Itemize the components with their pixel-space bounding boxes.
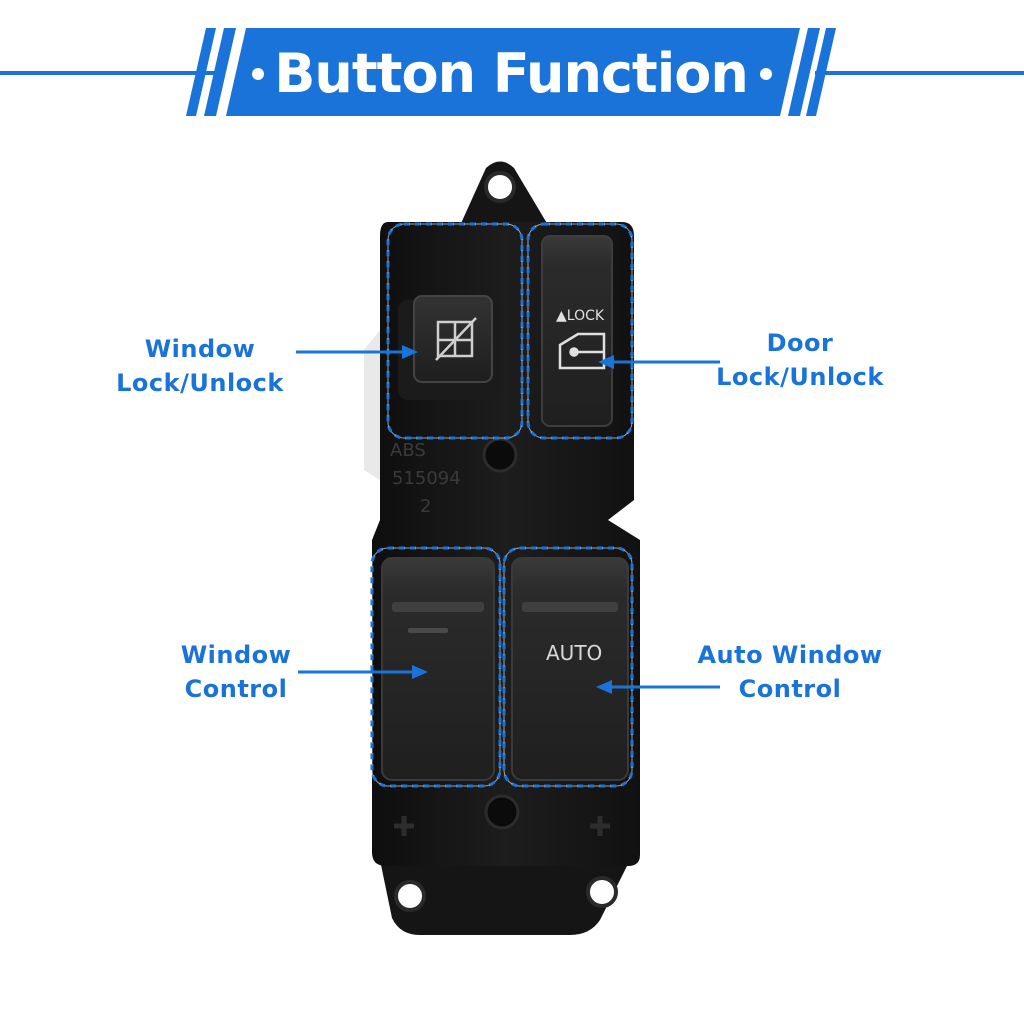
highlight-auto-window	[502, 546, 634, 788]
callout-door-lock-line2: Lock/Unlock	[716, 363, 884, 391]
callout-arrows	[296, 345, 720, 694]
callout-auto-window-control: Auto Window Control	[680, 638, 900, 706]
callout-window-control: Window Control	[146, 638, 326, 706]
door-icon	[558, 332, 606, 370]
bullet-dot-right	[760, 68, 772, 80]
highlight-window-control	[370, 546, 502, 788]
plus-marks	[394, 816, 610, 836]
window-control-rocker	[381, 557, 495, 781]
callout-window-lock: Window Lock/Unlock	[110, 332, 290, 400]
auto-legend: AUTO	[546, 641, 602, 665]
molded-text-3: 2	[420, 496, 431, 517]
banner-right-rule	[815, 71, 1024, 75]
callout-window-lock-line1: Window	[144, 335, 256, 363]
callout-auto-window-line2: Control	[738, 675, 842, 703]
lock-legend: ▲LOCK	[556, 308, 605, 324]
bottom-mounting-tab	[380, 860, 630, 935]
molded-text-1: ABS	[390, 440, 426, 461]
top-mounting-tab	[458, 161, 548, 230]
door-lock-rocker: ▲LOCK	[541, 235, 613, 427]
banner-title: Button Function	[274, 41, 749, 105]
banner-shape	[186, 28, 836, 116]
callout-door-lock: Door Lock/Unlock	[700, 326, 900, 394]
callout-window-control-line2: Control	[184, 675, 288, 703]
callout-auto-window-line1: Auto Window	[697, 641, 883, 669]
callout-window-lock-line2: Lock/Unlock	[116, 369, 284, 397]
banner-left-rule	[0, 71, 215, 75]
window-lock-button	[398, 295, 500, 400]
molded-text-2: 515094	[392, 468, 461, 489]
highlight-door-lock	[526, 222, 634, 440]
callout-window-control-line1: Window	[180, 641, 292, 669]
bullet-dot-left	[252, 68, 264, 80]
auto-window-control-rocker: AUTO	[511, 557, 629, 781]
window-lock-icon	[435, 317, 477, 361]
highlight-boxes	[370, 222, 634, 788]
callout-door-lock-line1: Door	[766, 329, 834, 357]
highlight-window-lock	[386, 222, 524, 440]
